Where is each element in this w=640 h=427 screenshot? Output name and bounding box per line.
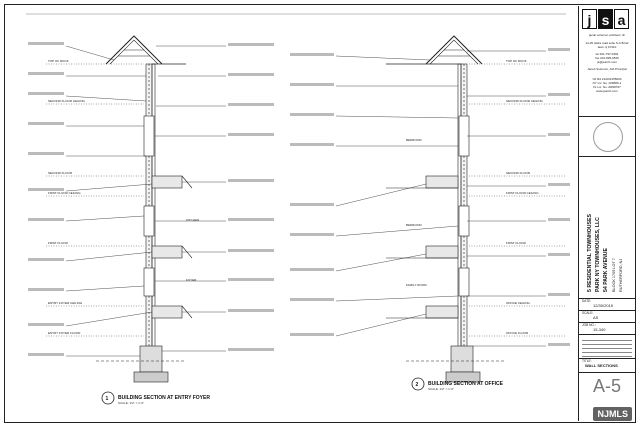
level-label-left: ENTRY FOYER FLOOR xyxy=(48,331,81,335)
project-title: 5 RESIDENTIAL TOWNHOUSES PARK NY TOWNHOU… xyxy=(583,156,631,296)
job-label: JOB NO.: xyxy=(582,323,596,327)
logo-letter: a xyxy=(614,9,629,29)
license-line: NY Lic. No. 028686-1 xyxy=(592,81,622,85)
section-2 xyxy=(335,35,566,391)
section-number: 2 xyxy=(416,382,419,388)
level-label-left: TOP OF ROOF xyxy=(48,59,69,63)
level-label-left: ENTRY FOYER CEILING xyxy=(48,301,83,305)
level-label-left: FIRST FLOOR xyxy=(48,241,69,245)
license-line: NJ RA 21AI01355000 xyxy=(592,77,622,81)
firm-email: js@jsarch.com xyxy=(597,60,617,64)
section-title: BUILDING SECTION AT OFFICE xyxy=(428,381,504,387)
room-label: BEDROOM xyxy=(406,138,422,142)
project-line: RUTHERFORD, NJ xyxy=(619,258,623,292)
level-label-right: FIRST FLOOR CEILING xyxy=(506,191,539,195)
section-1 xyxy=(46,35,226,405)
level-label-left: SECOND FLOOR CEILING xyxy=(48,99,86,103)
level-label-right: TOP OF ROOF xyxy=(506,59,527,63)
level-label-right: OFFICE FLOOR xyxy=(506,331,529,335)
date-value: 12/30/2015 xyxy=(593,303,614,308)
license-line: FL Lic. No. AR98767 xyxy=(593,85,621,89)
project-line: BLOCK 1709 LOT 7 xyxy=(612,258,616,292)
sheet-number: A-5 xyxy=(592,376,621,396)
firm-principal: Jacob Solomon, AIA Principal xyxy=(587,67,627,71)
logo-letter: j xyxy=(582,9,597,29)
level-label-right: FIRST FLOOR xyxy=(506,241,527,245)
section-scale: SCALE: 1/2" = 1'-0" xyxy=(428,387,454,391)
room-label: BEDROOM xyxy=(406,223,422,227)
section-number: 1 xyxy=(106,396,109,402)
room-label: KITCHEN xyxy=(186,218,199,222)
project-line: 5 RESIDENTIAL TOWNHOUSES xyxy=(587,214,593,292)
firm-logo: j s a xyxy=(582,9,632,33)
title-label: TITLE: xyxy=(582,359,592,363)
scale-label: SCALE: xyxy=(582,311,594,315)
title-block: j s a jacob solomon architect, llc 14-25… xyxy=(578,6,635,421)
project-line: 54 PARK AVENUE xyxy=(603,247,609,292)
firm-fax: fax 201-835-6545 xyxy=(595,56,619,60)
level-label-left: SECOND FLOOR xyxy=(48,171,73,175)
wall-sections-drawing: TOP OF ROOF SECOND FLOOR CEILING SECOND … xyxy=(26,13,570,405)
project-line: PARK NY TOWNHOUSES, LLC xyxy=(595,217,601,292)
revision-table xyxy=(582,337,632,357)
signature-stamp xyxy=(593,122,623,152)
job-value: 15-340 xyxy=(593,327,606,332)
scale-value: AS xyxy=(593,315,599,320)
logo-letter: s xyxy=(598,9,613,29)
section-title: BUILDING SECTION AT ENTRY FOYER xyxy=(118,395,210,401)
room-label: FOYER xyxy=(186,278,197,282)
level-label-right: SECOND FLOOR CEILING xyxy=(506,99,544,103)
section-scale: SCALE: 1/2" = 1'-0" xyxy=(118,401,144,405)
firm-address: 14-25 plaza road suite S-3-B fair lawn n… xyxy=(585,41,629,49)
title-value: WALL SECTIONS xyxy=(585,363,618,368)
firm-phone: tel 201-797-0394 xyxy=(595,52,619,56)
firm-name: jacob solomon architect, llc xyxy=(588,33,626,37)
level-label-right: OFFICE CEILING xyxy=(506,301,531,305)
room-label: FAMILY ROOM xyxy=(406,283,427,287)
watermark: NJMLS xyxy=(593,407,632,421)
level-label-left: FIRST FLOOR CEILING xyxy=(48,191,81,195)
date-label: DATE: xyxy=(582,299,592,303)
license-line: www.jsarch.com xyxy=(596,89,618,93)
sheet-border xyxy=(4,4,636,423)
level-label-right: SECOND FLOOR xyxy=(506,171,531,175)
